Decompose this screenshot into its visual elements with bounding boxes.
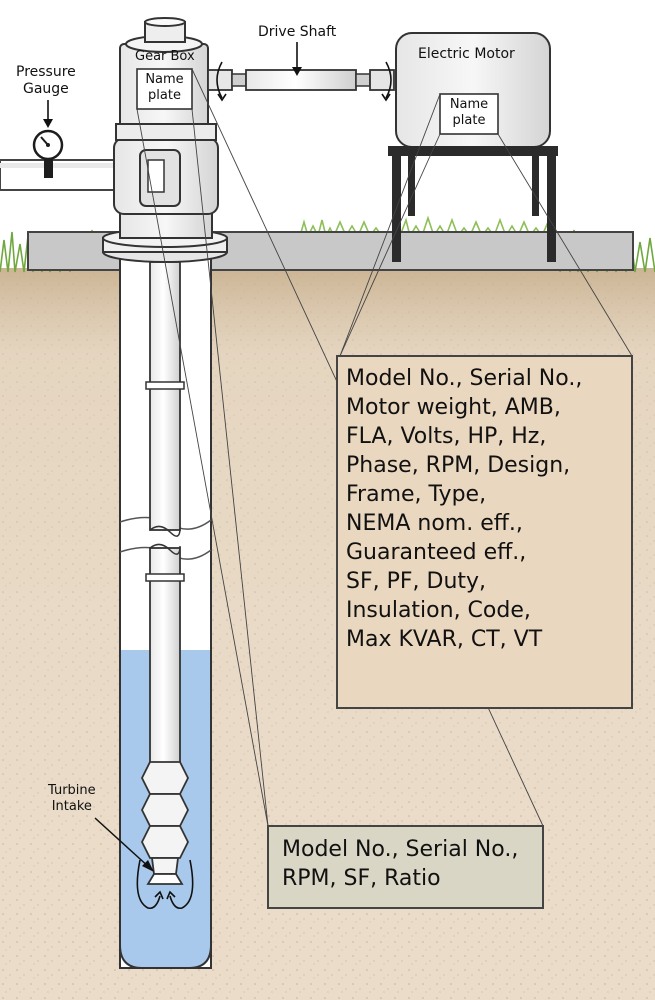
- pressure-gauge-icon: [32, 129, 64, 178]
- turbine-intake-label: Turbine Intake: [48, 783, 96, 814]
- motor-info-line: NEMA nom. eff.,: [346, 511, 523, 536]
- pressure-gauge-arrow: [43, 100, 53, 128]
- gearbox-callout-box: [267, 825, 544, 909]
- motor-nameplate-info: Model No., Serial No., Motor weight, AMB…: [346, 364, 582, 654]
- pump-bowl-assembly: [140, 761, 190, 885]
- pressure-gauge-label: Pressure Gauge: [16, 64, 76, 97]
- gearbox-name-plate-label: Name plate: [145, 72, 184, 103]
- motor-info-line: Frame, Type,: [346, 482, 487, 507]
- motor-info-line: Insulation, Code,: [346, 598, 531, 623]
- gear-box: [115, 17, 217, 141]
- motor-callout-box: [336, 355, 633, 709]
- intake-flow-arrows: [136, 859, 194, 910]
- motor-info-line: Model No., Serial No.,: [346, 366, 583, 391]
- motor-info-line: Phase, RPM, Design,: [346, 453, 571, 478]
- drive-shaft-label: Drive Shaft: [258, 24, 337, 40]
- gearbox-info-line: Model No., Serial No.,: [282, 837, 519, 862]
- turbine-intake-arrow: [94, 817, 154, 872]
- motor-name-plate-label: Name plate: [449, 97, 489, 128]
- motor-name-plate: [439, 93, 499, 135]
- drive-shaft: [207, 61, 395, 102]
- motor-info-line: Max KVAR, CT, VT: [346, 627, 543, 652]
- gearbox-info-line: RPM, SF, Ratio: [282, 866, 441, 891]
- motor-info-line: SF, PF, Duty,: [346, 569, 487, 594]
- motor-info-line: Motor weight, AMB,: [346, 395, 561, 420]
- gear-box-label: Gear Box: [135, 49, 195, 64]
- discharge-head: [102, 137, 228, 263]
- motor-info-line: Guaranteed eff.,: [346, 540, 527, 565]
- drive-shaft-arrow: [292, 42, 302, 76]
- column-pipe: [145, 261, 185, 767]
- electric-motor-label: Electric Motor: [418, 46, 515, 62]
- gearbox-nameplate-info: Model No., Serial No., RPM, SF, Ratio: [282, 835, 518, 893]
- gearbox-name-plate: [136, 68, 193, 110]
- motor-info-line: FLA, Volts, HP, Hz,: [346, 424, 547, 449]
